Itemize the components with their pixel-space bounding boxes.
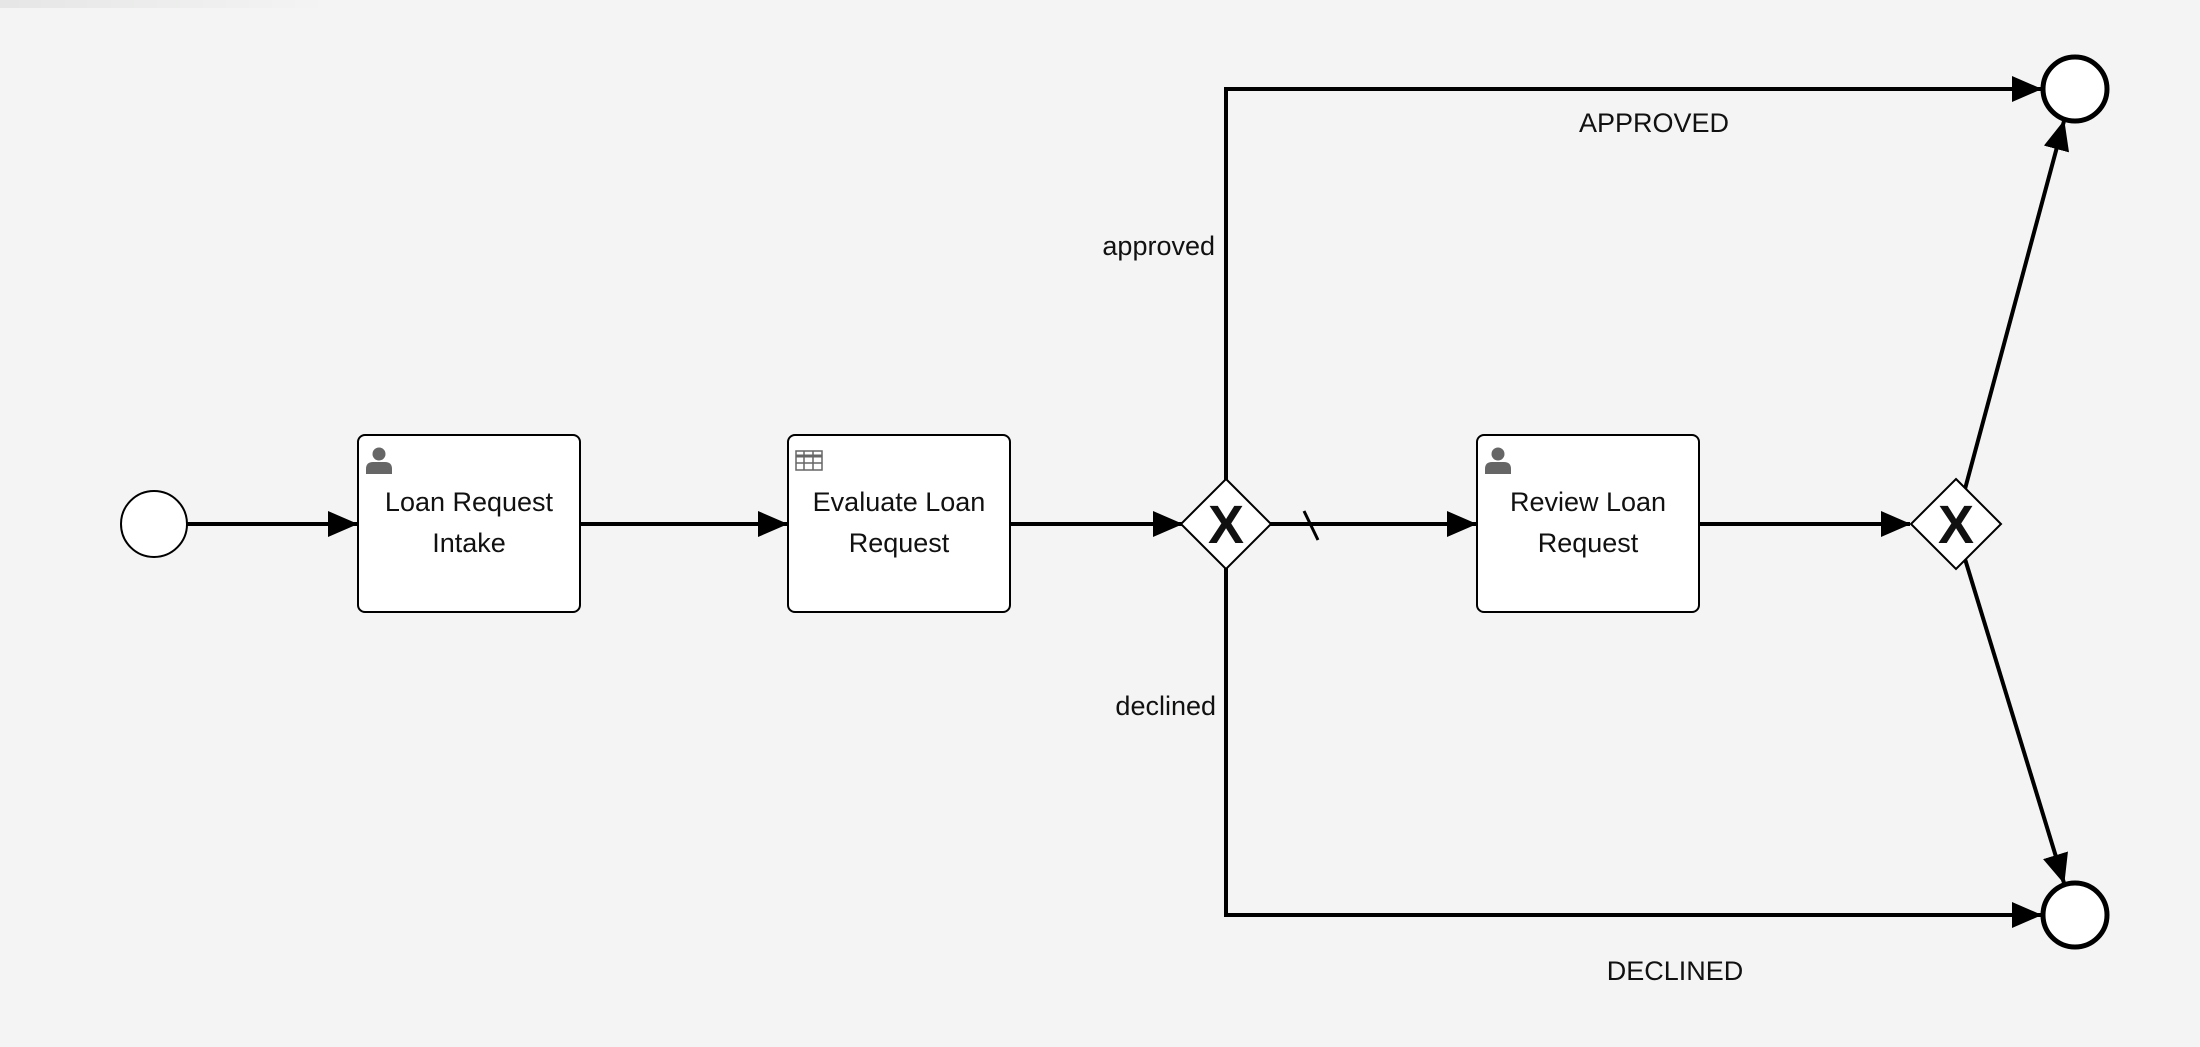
flow-gateway-to-approved-end[interactable]	[1963, 120, 2070, 490]
task-loan-request-intake[interactable]: Loan Request Intake	[357, 434, 581, 613]
canvas-corner-shadow	[0, 0, 330, 8]
task-review-loan-request[interactable]: Review Loan Request	[1476, 434, 1700, 613]
task-label-line1: Review Loan	[1510, 487, 1666, 517]
flow-declined[interactable]	[1224, 568, 2042, 928]
task-label-line1: Loan Request	[385, 487, 554, 517]
sequence-flows	[187, 76, 2070, 928]
gateway-diamond	[1909, 477, 2003, 571]
gateway-x-marker: X	[1208, 495, 1244, 555]
end-event-declined[interactable]	[2040, 880, 2110, 950]
gateway-x-marker: X	[1938, 495, 1974, 555]
table-icon	[795, 450, 823, 471]
user-icon	[366, 447, 392, 474]
exclusive-gateway-review[interactable]: X	[1909, 477, 2003, 571]
flow-label-approved: approved	[1102, 231, 1215, 261]
gateway-diamond	[1179, 477, 1273, 571]
task-box	[357, 434, 581, 613]
end-event-approved[interactable]	[2040, 54, 2110, 124]
end-label-approved: APPROVED	[1579, 108, 1729, 138]
task-box	[1476, 434, 1700, 613]
task-label-line2: Intake	[432, 528, 506, 558]
flow-approved[interactable]	[1224, 76, 2042, 480]
task-label-line1: Evaluate Loan	[813, 487, 986, 517]
task-label-line2: Request	[849, 528, 950, 558]
task-evaluate-loan-request[interactable]: Evaluate Loan Request	[787, 434, 1011, 613]
exclusive-gateway-decision[interactable]: X	[1179, 477, 1273, 571]
user-icon	[1485, 447, 1511, 474]
task-label-line2: Request	[1538, 528, 1639, 558]
default-flow-marker	[1302, 510, 1320, 541]
flow-label-declined: declined	[1115, 691, 1216, 721]
start-event[interactable]	[120, 490, 188, 558]
end-label-declined: DECLINED	[1607, 956, 1744, 986]
flow-gateway-to-declined-end[interactable]	[1963, 558, 2068, 884]
task-box	[787, 434, 1011, 613]
